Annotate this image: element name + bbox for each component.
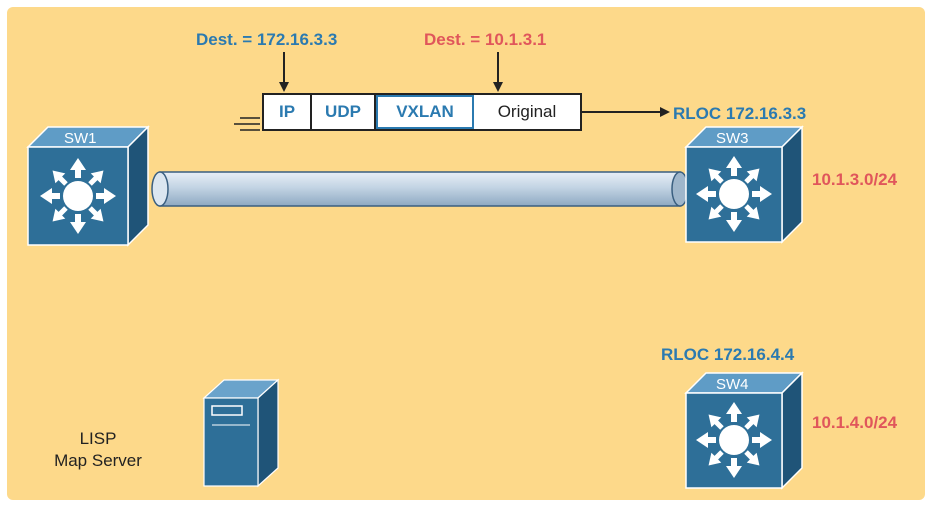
packet-field-original: Original — [497, 102, 557, 121]
rloc-sw4-label: RLOC 172.16.4.4 — [661, 345, 795, 364]
sw1-label: SW1 — [64, 130, 97, 147]
rloc-sw3-label: RLOC 172.16.3.3 — [673, 104, 807, 123]
dest-ip-label: Dest. = 172.16.3.3 — [196, 30, 338, 49]
packet-motion-lines — [234, 117, 260, 131]
packet-field-vxlan: VXLAN — [376, 95, 474, 129]
packet-field-ip: IP — [264, 95, 312, 129]
map-server-label-line2: Map Server — [54, 451, 142, 470]
sw1-switch-icon[interactable]: SW1 — [26, 125, 150, 247]
map-server-icon[interactable] — [202, 378, 280, 488]
sw4-label: SW4 — [716, 376, 749, 393]
sw3-switch-icon[interactable]: SW3 — [683, 125, 804, 245]
sw3-label: SW3 — [716, 130, 749, 147]
vxlan-tunnel-icon — [151, 171, 689, 207]
vxlan-packet: IP UDP VXLAN Original — [262, 93, 582, 131]
sw4-switch-icon[interactable]: SW4 — [683, 371, 804, 491]
subnet-sw4-label: 10.1.4.0/24 — [812, 413, 898, 432]
map-server-label-line1: LISP — [79, 429, 117, 448]
subnet-sw3-label: 10.1.3.0/24 — [812, 170, 898, 189]
dest-original-label: Dest. = 10.1.3.1 — [424, 30, 547, 49]
packet-field-udp: UDP — [312, 95, 376, 129]
